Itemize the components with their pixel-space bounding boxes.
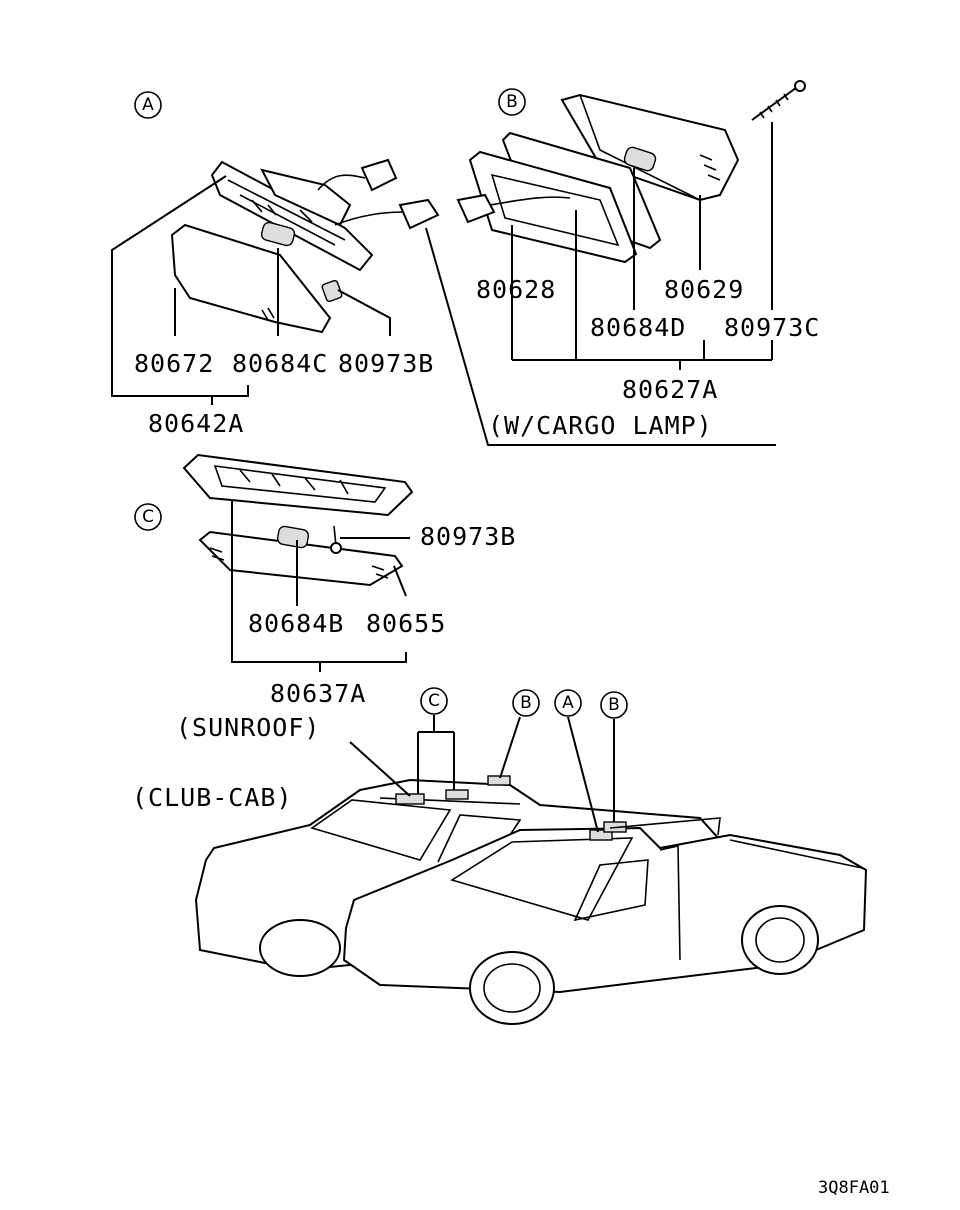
vehicle-marker-a: A [562, 693, 574, 713]
label-80628: 80628 [476, 275, 556, 304]
label-80973B-a: 80973B [338, 349, 434, 378]
sunroof-lamp-lens-drawing [198, 530, 404, 587]
section-c-marker: C [142, 507, 154, 527]
screw-drawing [321, 279, 343, 303]
vehicle-marker-b-rear: B [520, 693, 532, 713]
section-c-sunroof-lamp: C 80973B 80684B 80655 80637A [134, 453, 516, 708]
label-80684D: 80684D [590, 313, 686, 342]
label-80627A: 80627A [622, 375, 718, 404]
vehicle-marker-c: C [428, 691, 440, 711]
section-b-marker: B [506, 92, 518, 112]
label-cargo-lamp: (W/CARGO LAMP) [488, 411, 713, 440]
label-80642A: 80642A [148, 409, 244, 438]
label-sunroof: (SUNROOF) [176, 713, 320, 742]
label-80973C: 80973C [724, 313, 820, 342]
label-80684B: 80684B [248, 609, 344, 638]
section-a-marker: A [142, 95, 154, 115]
label-club-cab: (CLUB-CAB) [132, 783, 293, 812]
section-a-dome-lamp: A 80672 80684C 80973B 80642A [111, 91, 440, 438]
label-80973B-c: 80973B [420, 522, 516, 551]
sunroof-lamp-housing-drawing [182, 453, 414, 517]
label-80637A: 80637A [270, 679, 366, 708]
dome-lamp-base-drawing [210, 158, 440, 272]
label-80672: 80672 [134, 349, 214, 378]
label-80629: 80629 [664, 275, 744, 304]
pickup-truck-drawing [342, 817, 868, 1025]
label-80684C: 80684C [232, 349, 328, 378]
diagram-code: 3Q8FA01 [818, 1178, 890, 1198]
section-b-cargo-lamp: B 80628 80629 80684D 80973C 80627A [456, 80, 820, 404]
dome-lamp-lens-drawing [170, 223, 332, 334]
vehicles-illustration: C B A B (SUNROOF) (CLUB-CAB) [132, 687, 868, 1025]
vehicle-marker-b-front: B [608, 695, 620, 715]
label-80655: 80655 [366, 609, 446, 638]
long-screw-drawing [751, 80, 806, 121]
